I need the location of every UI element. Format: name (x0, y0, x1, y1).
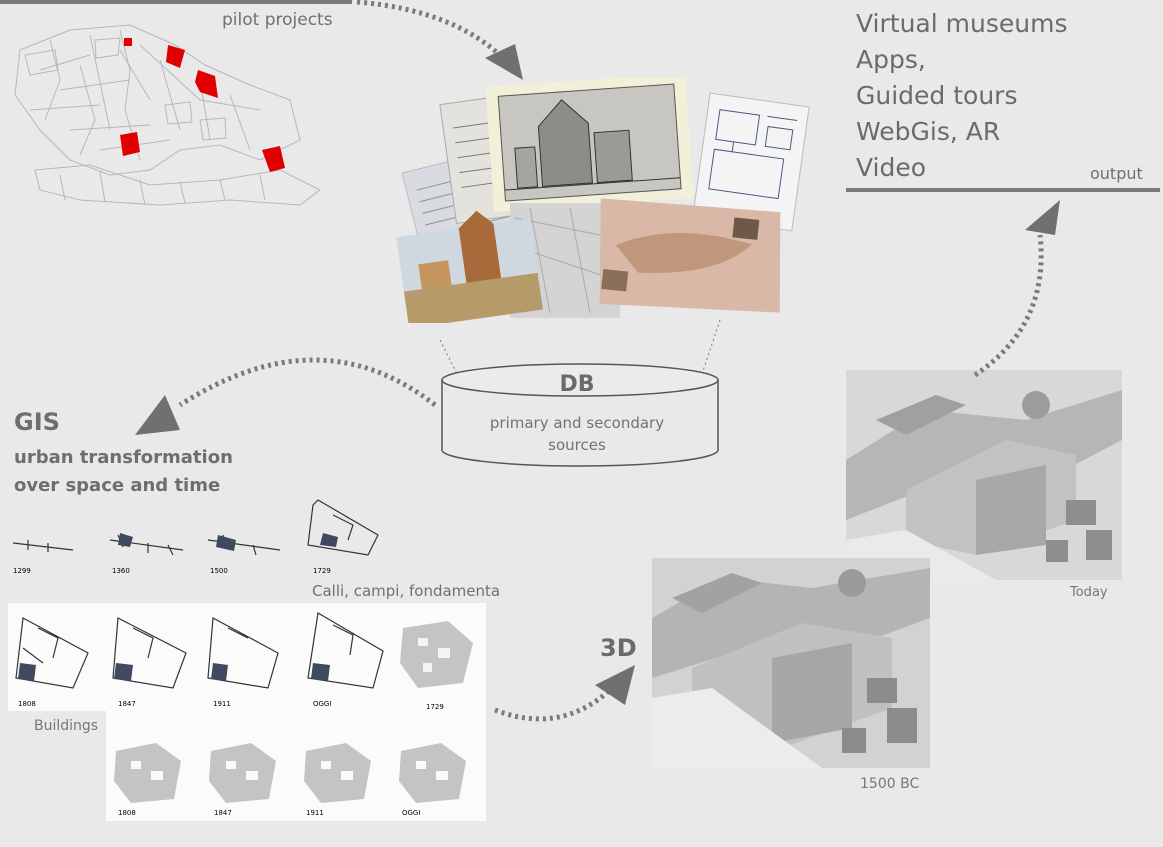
3d-label: 3D (600, 634, 637, 662)
year-label: 1299 (13, 567, 31, 575)
year-label: 1911 (213, 700, 231, 708)
year-label: 1729 (426, 703, 444, 711)
calli-label: Calli, campi, fondamenta (312, 582, 501, 600)
buildings-label: Buildings (34, 718, 99, 734)
year-label: 1847 (214, 809, 232, 817)
today-label: Today (1070, 585, 1108, 600)
year-label: OGGI (313, 700, 331, 708)
gis-title: GIS (14, 408, 60, 436)
output-item: Guided tours (856, 81, 1018, 110)
output-rule (846, 188, 1160, 192)
output-label: output (1090, 164, 1143, 183)
year-label: 1847 (118, 700, 136, 708)
gis-row-3: 1808 1847 1911 OGGI (114, 743, 466, 817)
arrow-to-gis (135, 357, 437, 435)
db-title: DB (559, 372, 595, 397)
year-label: 1808 (18, 700, 36, 708)
3d-model-today (846, 370, 1122, 580)
year-label: 1911 (306, 809, 324, 817)
venice-map (14, 24, 321, 206)
gis-row-2-panel (8, 603, 386, 711)
db-cylinder (439, 320, 721, 467)
top-rule (0, 0, 352, 4)
gis-row-1: 1299 1360 1500 1729 (12, 499, 379, 575)
past-label: 1500 BC (860, 776, 920, 792)
arrow-to-sources (356, 0, 523, 80)
gis-row-2: 1808 1847 1911 OGGI 1729 (15, 612, 473, 711)
db-subtitle: primary and secondary sources (489, 414, 665, 454)
year-label: 1500 (210, 567, 228, 575)
year-label: 1729 (313, 567, 331, 575)
pilot-highlights (120, 38, 285, 172)
sources-collage (396, 78, 810, 323)
year-label: OGGI (402, 809, 420, 817)
outputs-list: Virtual museums Apps, Guided tours WebGi… (856, 6, 1067, 186)
pilot-projects-label: pilot projects (222, 10, 333, 30)
3d-model-past (652, 558, 930, 768)
gis-subtitle: urban transformation over space and time (14, 447, 233, 496)
year-label: 1808 (118, 809, 136, 817)
arrow-to-3d (494, 665, 635, 722)
output-item: Virtual museums (856, 9, 1068, 38)
output-item: WebGis, AR (856, 117, 1001, 146)
year-label: 1360 (112, 567, 130, 575)
arrow-to-outputs (973, 200, 1060, 378)
output-item: Video (856, 153, 927, 182)
output-item: Apps, (856, 45, 926, 74)
